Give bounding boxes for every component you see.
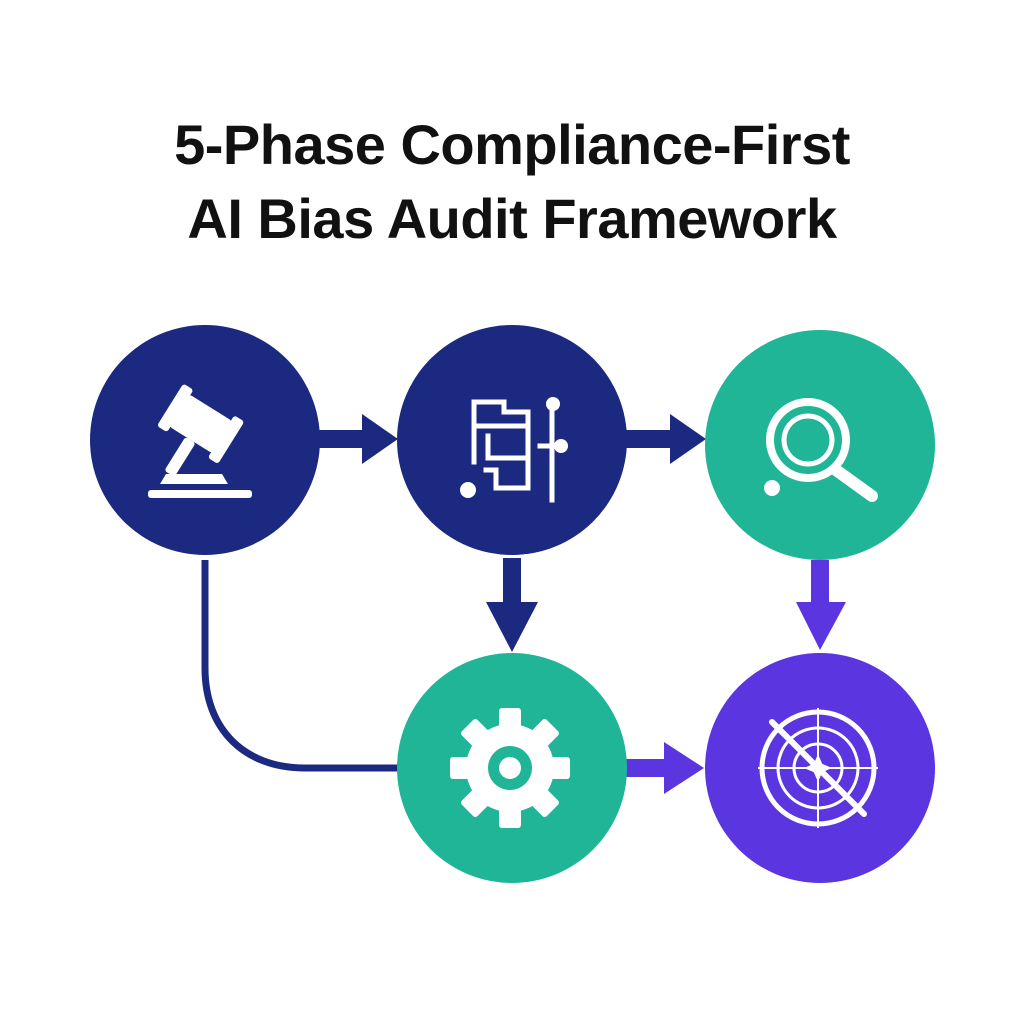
gavel-icon [148, 384, 252, 498]
phase-1-node [90, 325, 320, 555]
connector-phase2-phase4 [486, 558, 538, 652]
diagram-title: 5-Phase Compliance-First AI Bias Audit F… [0, 108, 1024, 256]
phase-3-node [705, 330, 935, 560]
magnifier-icon [764, 398, 878, 502]
title-line-2: AI Bias Audit Framework [187, 187, 837, 250]
gear-icon [450, 708, 570, 828]
connectors [201, 414, 846, 794]
connector-phase3-phase5 [796, 560, 846, 650]
flowchart-icon [460, 397, 568, 503]
connector-phase1-phase2 [312, 414, 398, 464]
radar-target-icon [758, 708, 878, 828]
phase-4-node [397, 653, 627, 883]
connector-phase1-phase4 [201, 560, 402, 772]
title-line-1: 5-Phase Compliance-First [174, 113, 850, 176]
phase-5-node [705, 653, 935, 883]
connector-phase4-phase5 [622, 742, 704, 794]
connector-phase2-phase3 [620, 414, 706, 464]
phase-2-node [397, 325, 627, 555]
